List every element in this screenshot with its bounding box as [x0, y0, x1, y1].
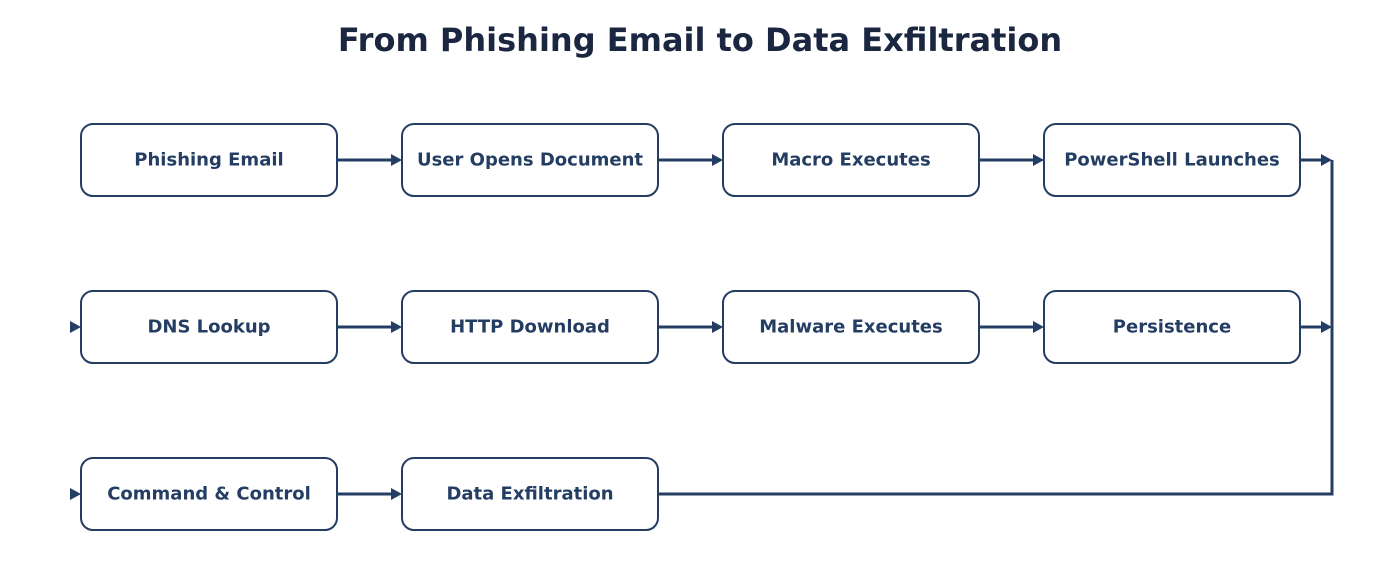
arrowhead-icon — [391, 154, 402, 166]
arrowhead-icon — [712, 321, 723, 333]
node-box — [722, 123, 980, 197]
edge-dns-lookup-to-http-download — [337, 321, 402, 333]
node-persistence: Persistence — [1043, 290, 1301, 364]
arrowhead-icon — [70, 488, 81, 500]
edges-layer — [70, 154, 1334, 500]
arrowhead-icon — [70, 321, 81, 333]
edge-powershell-launches-to-dns-lookup — [70, 154, 1334, 333]
node-label: Phishing Email — [134, 150, 283, 171]
node-phishing-email: Phishing Email — [80, 123, 338, 197]
node-label: Persistence — [1113, 317, 1231, 338]
node-label: HTTP Download — [450, 317, 610, 338]
arrowhead-icon — [712, 154, 723, 166]
arrowhead-icon — [391, 488, 402, 500]
node-label: User Opens Document — [417, 150, 643, 171]
node-label: Macro Executes — [771, 150, 930, 171]
node-box — [80, 290, 338, 364]
diagram-title: From Phishing Email to Data Exfiltration — [338, 21, 1062, 59]
node-box — [401, 290, 659, 364]
node-label: DNS Lookup — [147, 317, 270, 338]
edge-tail-data-exfiltration — [658, 327, 1334, 496]
node-malware-executes: Malware Executes — [722, 290, 980, 364]
node-box — [722, 290, 980, 364]
node-box — [80, 123, 338, 197]
node-box — [401, 123, 659, 197]
node-http-download: HTTP Download — [401, 290, 659, 364]
arrowhead-icon — [1321, 154, 1332, 166]
node-macro-executes: Macro Executes — [722, 123, 980, 197]
node-box — [80, 457, 338, 531]
arrowhead-icon — [391, 321, 402, 333]
node-user-opens-document: User Opens Document — [401, 123, 659, 197]
arrowhead-icon — [1033, 154, 1044, 166]
node-label: Command & Control — [107, 484, 311, 505]
node-powershell-launches: PowerShell Launches — [1043, 123, 1301, 197]
edge-phishing-email-to-user-opens-document — [337, 154, 402, 166]
arrowhead-icon — [1321, 321, 1332, 333]
edge-malware-executes-to-persistence — [979, 321, 1044, 333]
nodes-layer: Phishing Email User Opens Document Macro E… — [80, 123, 1301, 531]
edge-user-opens-document-to-macro-executes — [658, 154, 723, 166]
edge-macro-executes-to-powershell-launches — [979, 154, 1044, 166]
node-dns-lookup: DNS Lookup — [80, 290, 338, 364]
node-label: PowerShell Launches — [1064, 150, 1280, 171]
node-label: Data Exfiltration — [446, 484, 613, 505]
node-command-control: Command & Control — [80, 457, 338, 531]
node-label: Malware Executes — [759, 317, 942, 338]
node-data-exfiltration: Data Exfiltration — [401, 457, 659, 531]
node-box — [401, 457, 659, 531]
edge-http-download-to-malware-executes — [658, 321, 723, 333]
edge-command-control-to-data-exfiltration — [337, 488, 402, 500]
node-box — [1043, 290, 1301, 364]
node-box — [1043, 123, 1301, 197]
arrowhead-icon — [1033, 321, 1044, 333]
